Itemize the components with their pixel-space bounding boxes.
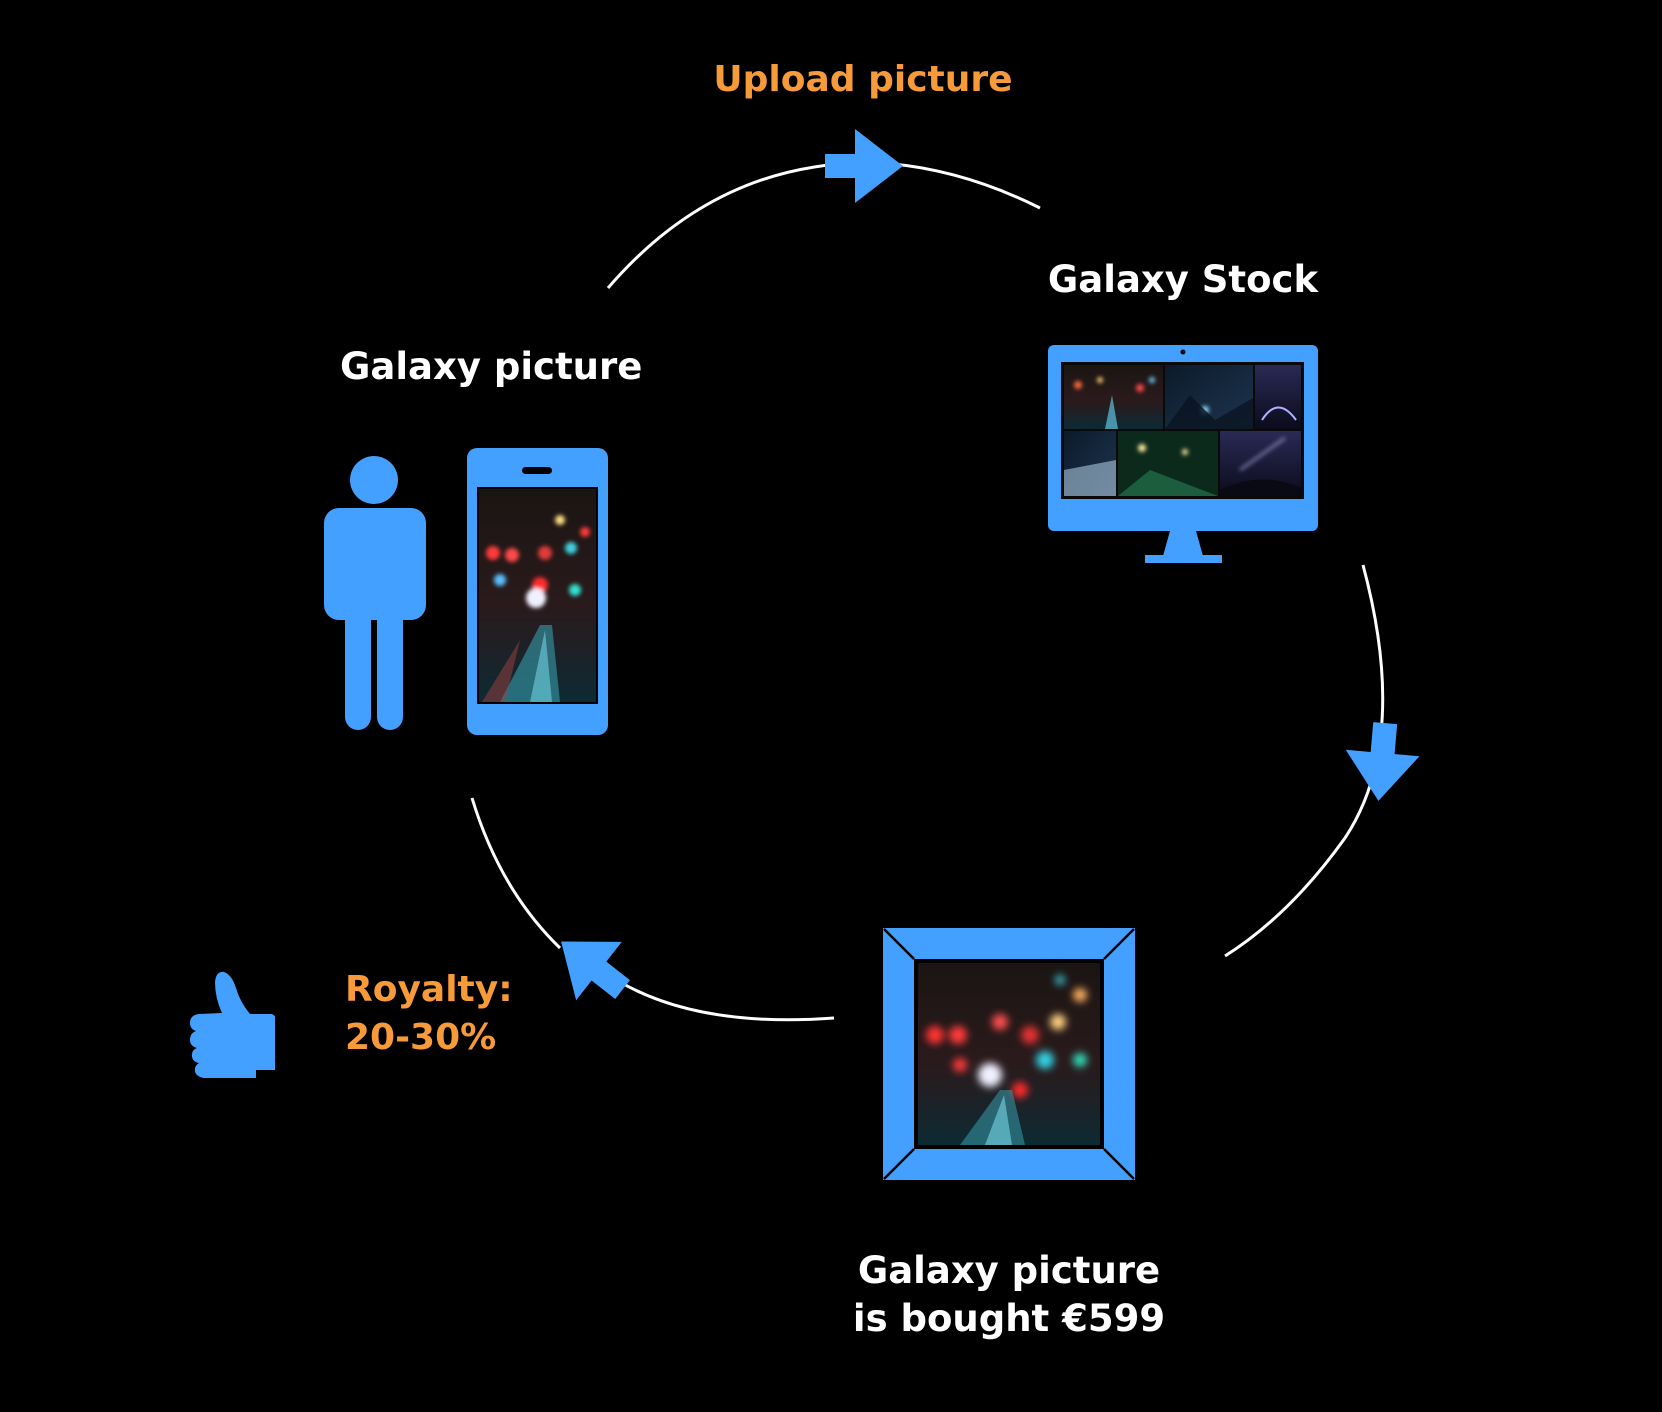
bought-label: Galaxy picture is bought €599 — [829, 1247, 1189, 1343]
picture-frame-icon — [881, 926, 1137, 1182]
cycle-arc-bottom — [619, 980, 835, 1022]
arrow-icon-right — [1345, 722, 1420, 801]
upload-picture-label: Upload picture — [713, 59, 1013, 100]
galaxy-stock-label: Galaxy Stock — [1047, 258, 1319, 301]
galaxy-picture-label: Galaxy picture — [340, 345, 643, 388]
monitor-icon — [1048, 345, 1318, 563]
thumbs-up-icon — [190, 971, 275, 1078]
smartphone-icon — [467, 448, 608, 735]
arrow-icon-top — [825, 129, 903, 203]
royalty-percentage: 20-30% — [345, 1017, 497, 1058]
royalty-label: Royalty: 20-30% — [345, 966, 513, 1062]
cycle-arc-left — [470, 797, 562, 950]
bought-line-2: is bought €599 — [852, 1297, 1166, 1340]
person-icon — [324, 456, 426, 730]
arrow-icon-left — [561, 941, 630, 1001]
cycle-arc-top — [606, 161, 1041, 289]
bought-line-1: Galaxy picture — [857, 1249, 1161, 1292]
cycle-arc-right — [1224, 564, 1385, 958]
royalty-title: Royalty: — [345, 969, 513, 1010]
